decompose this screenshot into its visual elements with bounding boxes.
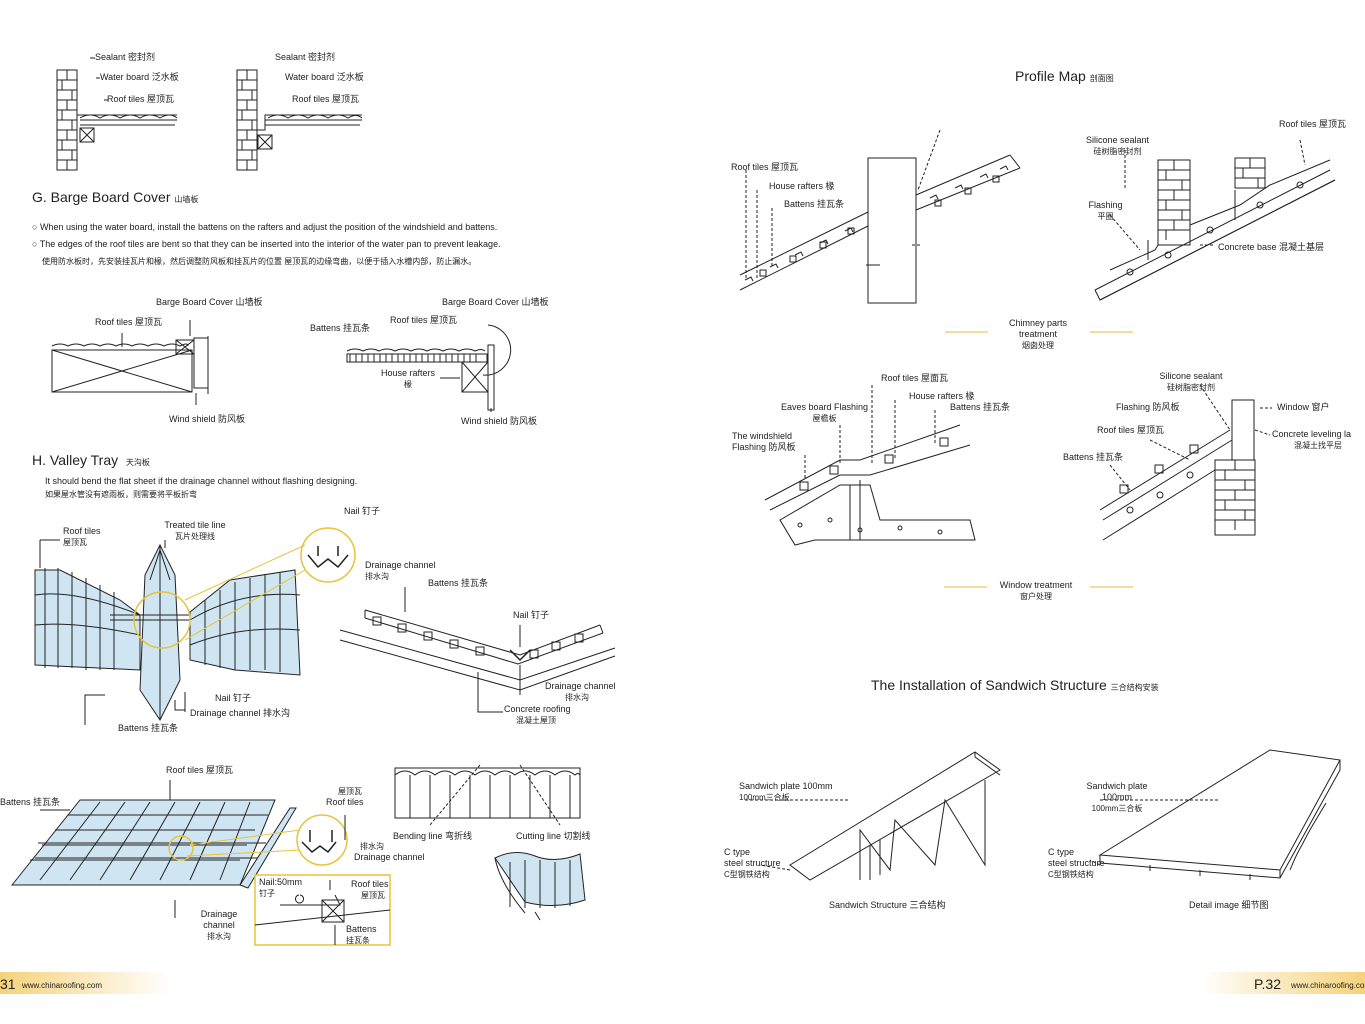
barge-fig-2 [346, 324, 512, 412]
section-g-note-cn: 使用防水板时，先安装挂瓦片和椽，然后调整防风板和挂瓦片的位置 屋顶瓦的边缘弯曲，… [42, 257, 477, 266]
left-page-number: 31 [0, 976, 16, 992]
win-rafters-label: House rafters 椽 [909, 391, 975, 401]
g1-wind-label: Wind shield 防风板 [169, 414, 246, 424]
h2-battens-label: Battens 挂瓦条 [428, 578, 489, 588]
h2-nail-label: Nail 钉子 [513, 610, 550, 620]
h4-cutting-label: Cutting line 切割线 [516, 831, 591, 841]
g1-barge-label: Barge Board Cover 山墙板 [156, 297, 263, 307]
footer-bar-left [0, 972, 170, 994]
sandwich-fig-right [1089, 749, 1341, 880]
win-roof-tiles-r-label: Roof tiles 屋顶瓦 [1097, 425, 1165, 435]
g1-roof-tiles-label: Roof tiles 屋顶瓦 [95, 317, 163, 327]
ch-roof-tiles-r-label: Roof tiles 屋顶瓦 [1279, 119, 1347, 129]
h3-battens-label: Battens 挂瓦条 [0, 797, 61, 807]
h1-battens-label: Battens 挂瓦条 [118, 723, 179, 733]
sandwich-title: The Installation of Sandwich Structure 三… [871, 677, 1159, 693]
chimney-fig-left [739, 129, 1021, 304]
window-fig-right [1099, 384, 1272, 541]
label-sealant-a: Sealant 密封剂 [95, 52, 156, 62]
h1-drainage2-label: Drainage channel 排水沟 [190, 708, 291, 718]
label-water-board-b: Water board 泛水板 [285, 72, 364, 82]
label-sealant-b: Sealant 密封剂 [275, 52, 336, 62]
window-fig-left [764, 385, 976, 546]
valley-fig-1 [34, 527, 356, 725]
chimney-fig-right [1094, 139, 1336, 301]
detail-b-wall [236, 69, 363, 171]
sw-caption2: Detail image 细节图 [1189, 900, 1269, 910]
win-flashing-label: Flashing 防风板 [1116, 402, 1180, 412]
ch-concrete-base-label: Concrete base 混凝土基层 [1218, 242, 1325, 252]
h1-nail-label: Nail 钉子 [344, 506, 381, 516]
valley-fig-3 [10, 780, 391, 946]
right-footer-url[interactable]: www.chinaroofing.com [1291, 981, 1365, 990]
ch-roof-tiles-label: Roof tiles 屋顶瓦 [731, 162, 799, 172]
section-h-desc: It should bend the flat sheet if the dra… [45, 476, 358, 486]
detail-a-wall [56, 57, 178, 171]
label-roof-tiles-b: Roof tiles 屋顶瓦 [292, 94, 360, 104]
label-roof-tiles-a: Roof tiles 屋顶瓦 [107, 94, 175, 104]
ch-rafters-label: House rafters 椽 [769, 181, 835, 191]
section-h-title: H. Valley Tray 天沟板 [32, 452, 150, 468]
sandwich-fig-left [745, 751, 1001, 881]
right-page-number: P.32 [1254, 976, 1281, 992]
footer-bar-right [1200, 972, 1365, 994]
sw-caption: Sandwich Structure 三合结构 [829, 900, 946, 910]
win-battens-r-label: Battens 挂瓦条 [1063, 452, 1124, 462]
h1-nail2-label: Nail 钉子 [215, 693, 252, 703]
valley-fig-2 [339, 587, 616, 713]
left-footer-url[interactable]: www.chinaroofing.com [22, 981, 103, 990]
win-roof-tiles-label: Roof tiles 屋面瓦 [881, 373, 949, 383]
profile-map-title: Profile Map 剖面图 [1015, 68, 1114, 84]
section-g-title: G. Barge Board Cover 山墙板 [32, 189, 199, 205]
valley-fig-4 [394, 764, 586, 921]
win-battens-label: Battens 挂瓦条 [950, 402, 1011, 412]
g2-barge-label: Barge Board Cover 山墙板 [442, 297, 549, 307]
g2-roof-tiles-label: Roof tiles 屋顶瓦 [390, 315, 458, 325]
barge-fig-1 [51, 320, 209, 405]
g2-wind-label: Wind shield 防风板 [461, 416, 538, 426]
h3-roof-tiles-label: Roof tiles 屋顶瓦 [166, 765, 234, 775]
section-g-bullet-2: ○ The edges of the roof tiles are bent s… [32, 239, 501, 249]
g2-battens-label: Battens 挂瓦条 [310, 323, 371, 333]
h4-bending-label: Bending line 弯折线 [393, 831, 473, 841]
section-h-desc-cn: 如果屋水管没有遮雨板，则需要将平板折弯 [45, 490, 197, 499]
label-water-board-a: Water board 泛水板 [100, 72, 179, 82]
section-g-bullet-1: ○ When using the water board, install th… [32, 222, 498, 232]
win-window-label: Window 窗户 [1277, 402, 1330, 412]
ch-battens-label: Battens 挂瓦条 [784, 199, 845, 209]
